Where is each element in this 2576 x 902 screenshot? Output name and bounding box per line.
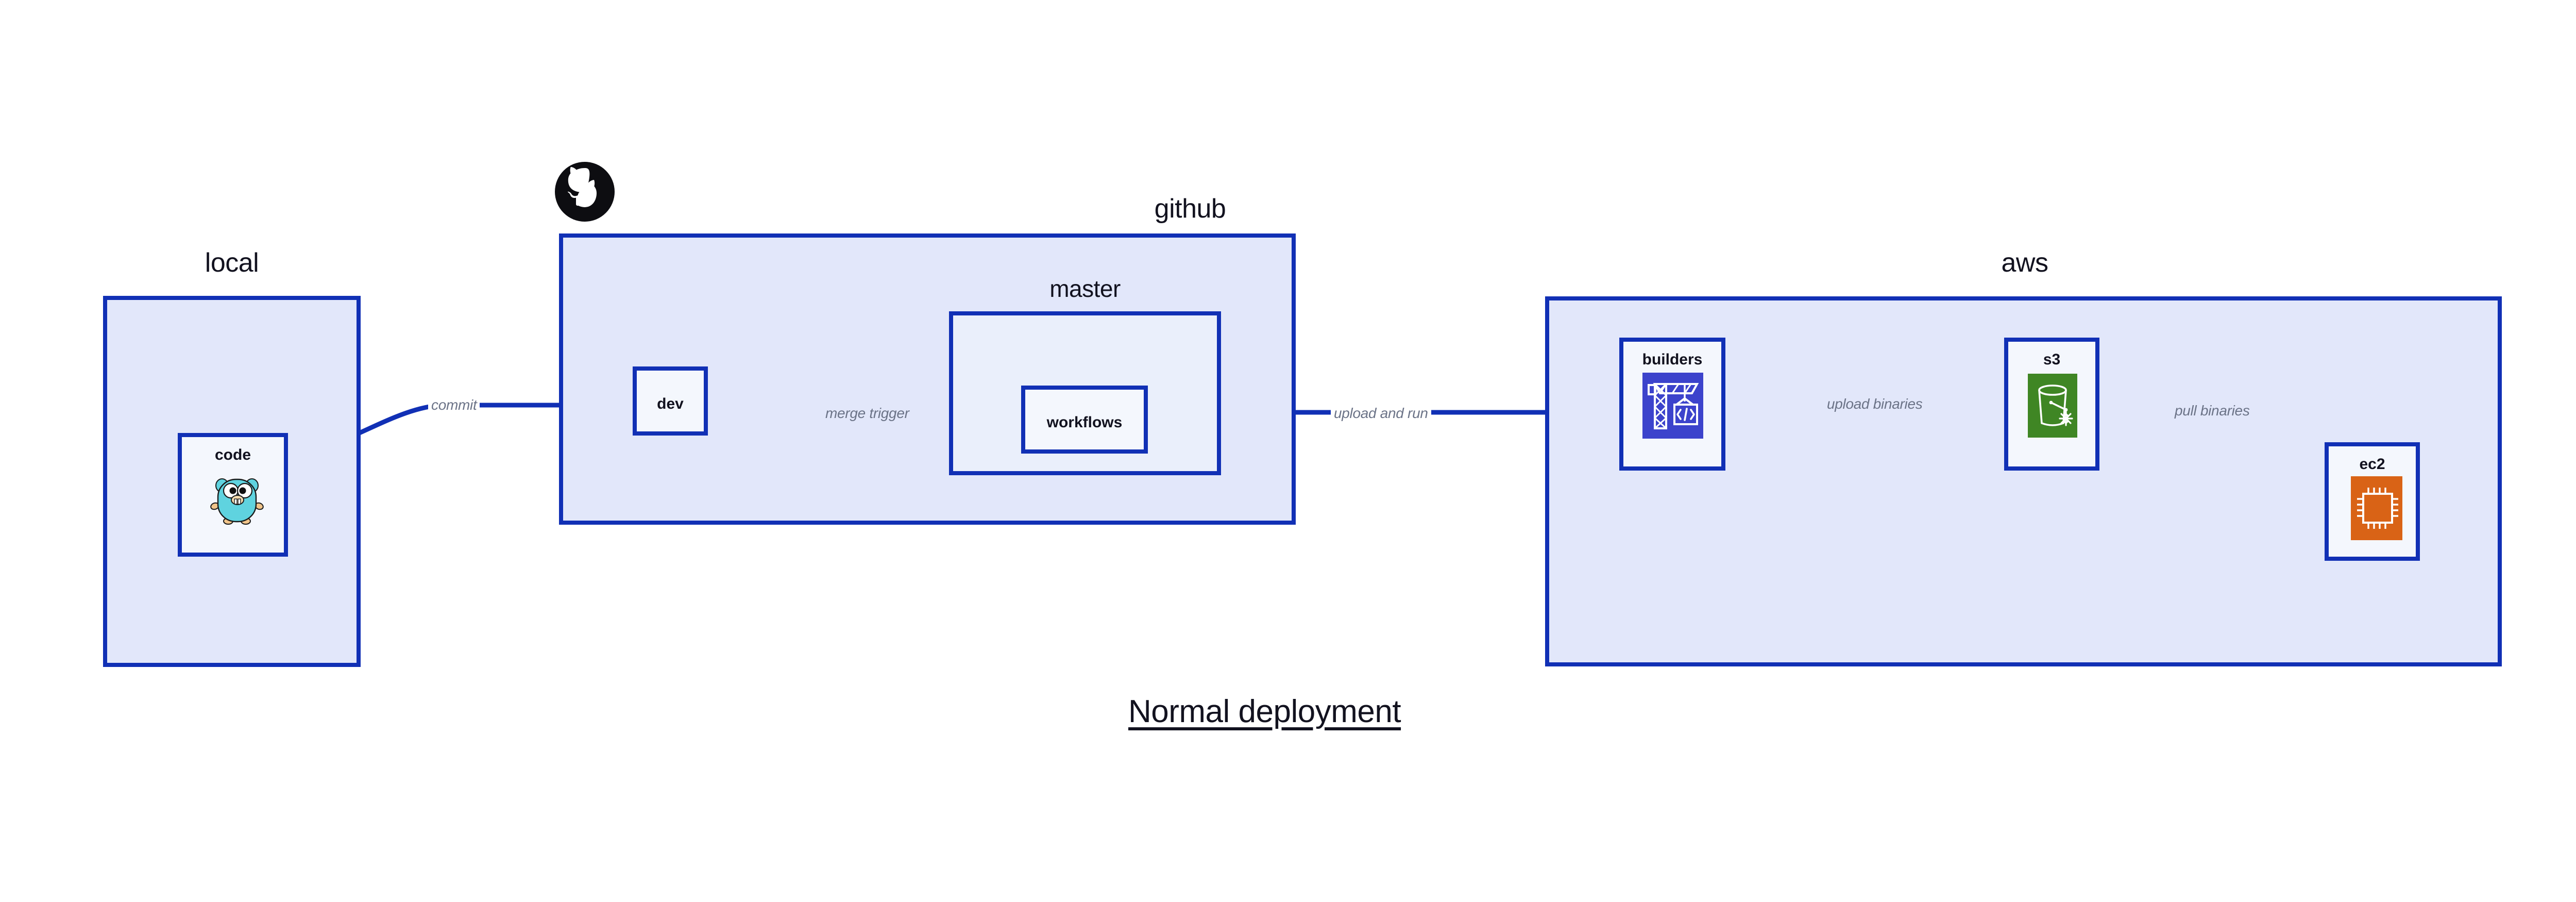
node-label-builders: builders: [1642, 351, 1703, 368]
group-label-master: master: [1049, 275, 1121, 302]
edge-label-pull-binaries: pull binaries: [2172, 403, 2253, 419]
s3-glacier-bucket-icon: [2028, 374, 2077, 438]
node-ec2[interactable]: ec2: [2325, 442, 2420, 561]
node-builders[interactable]: builders: [1619, 338, 1725, 471]
node-dev[interactable]: dev: [633, 366, 708, 436]
node-label-dev: dev: [657, 395, 684, 412]
edge-label-commit: commit: [428, 397, 480, 413]
node-s3[interactable]: s3: [2004, 338, 2099, 471]
group-label-github: github: [1154, 194, 1226, 224]
ec2-chip-icon: [2351, 476, 2402, 540]
edge-label-upload-and-run: upload and run: [1331, 405, 1431, 422]
node-label-workflows: workflows: [1046, 414, 1123, 431]
github-octocat-logo: [554, 161, 616, 223]
edge-label-merge-trigger: merge trigger: [822, 405, 912, 422]
go-gopher-icon: [209, 469, 265, 526]
group-label-local: local: [205, 248, 259, 278]
group-label-aws: aws: [2001, 248, 2048, 278]
edge-label-upload-binaries: upload binaries: [1824, 396, 1926, 412]
node-code[interactable]: code: [178, 433, 288, 557]
codebuild-crane-icon: [1642, 373, 1703, 439]
node-label-code: code: [214, 446, 251, 463]
node-label-s3: s3: [2043, 351, 2061, 368]
diagram-title: Normal deployment: [1128, 694, 1401, 729]
node-label-ec2: ec2: [2359, 456, 2385, 473]
node-workflows[interactable]: workflows: [1021, 386, 1148, 454]
